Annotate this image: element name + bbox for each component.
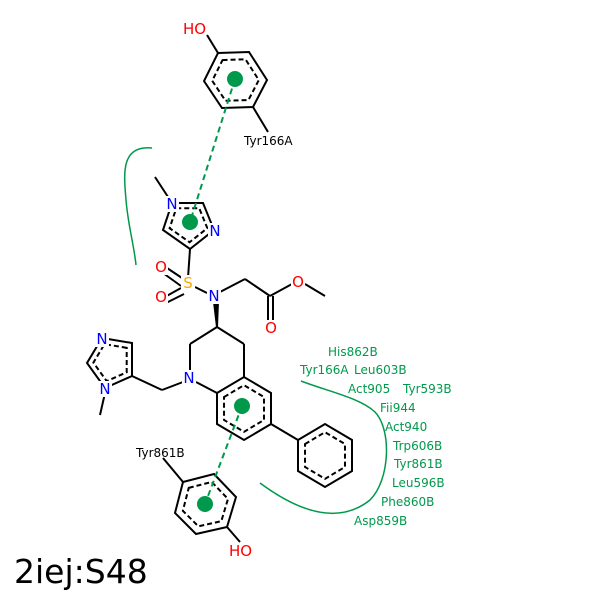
ring-centroid-dot — [227, 71, 243, 87]
hydrophobic-arc — [259, 380, 388, 515]
contact-label: Fii944 — [380, 401, 416, 415]
bond — [195, 381, 218, 394]
contact-label: Phe860B — [381, 495, 434, 509]
phenyl-ring-aromatic — [304, 431, 346, 480]
oxygen-atom: O — [265, 319, 277, 337]
contact-label: Trp606B — [392, 439, 442, 453]
bond — [131, 375, 163, 391]
nitrogen-atom: N — [183, 369, 194, 387]
residue-tyr861b: Tyr861B — [135, 446, 185, 460]
oxygen-atom: O — [155, 258, 167, 276]
tyr861b-ring-aromatic — [181, 480, 230, 528]
hydroxyl-bottom: HO — [229, 542, 252, 560]
label-bg — [154, 289, 168, 305]
bond — [162, 272, 182, 287]
bond — [216, 326, 245, 345]
hydroxyl-top: HO — [183, 20, 206, 38]
bond — [219, 278, 246, 293]
label-bg — [207, 288, 221, 304]
bond — [244, 278, 271, 297]
bond — [189, 326, 218, 345]
label-bg — [208, 223, 222, 239]
nitrogen-atom: N — [96, 330, 107, 348]
hydrophobic-arc — [123, 147, 153, 266]
contact-label: His862B — [328, 345, 378, 359]
wedge-bond — [212, 301, 220, 328]
bond — [226, 526, 241, 543]
methylimidazole-ring-left-aromatic — [92, 343, 128, 383]
bond — [206, 34, 219, 54]
contact-label: Tyr593B — [402, 382, 452, 396]
oxygen-atom: O — [155, 288, 167, 306]
bond — [269, 283, 293, 297]
label-bg — [182, 370, 196, 386]
pi-stacking-line — [189, 78, 236, 223]
phenyl-ring — [297, 422, 353, 489]
bond — [194, 286, 208, 294]
contact-label: Tyr861B — [393, 457, 443, 471]
bond — [162, 457, 184, 483]
bond — [187, 248, 191, 279]
bond — [252, 106, 269, 133]
oxygen-atom: O — [292, 273, 304, 291]
ring-centroid-dot — [197, 496, 213, 512]
bond — [304, 283, 326, 297]
methylimidazole-ring-top — [161, 202, 216, 251]
contact-label: Tyr166A — [299, 363, 349, 377]
label-bg — [165, 196, 179, 212]
bond — [161, 381, 184, 391]
label-bg — [264, 320, 278, 336]
nitrogen-atom: N — [209, 222, 220, 240]
ring-centroid-dot — [234, 398, 250, 414]
contact-label: Leu596B — [392, 476, 445, 490]
contact-label: Leu603B — [354, 363, 407, 377]
contact-label: Asp859B — [354, 514, 407, 528]
nitrogen-atom: N — [166, 195, 177, 213]
pi-stacking-line — [204, 405, 243, 505]
label-bg — [181, 275, 195, 291]
contact-label: Act905 — [348, 382, 390, 396]
label-bg — [98, 381, 112, 397]
nitrogen-atom: N — [99, 380, 110, 398]
bond — [270, 423, 299, 441]
contact-label: Act940 — [385, 420, 427, 434]
nitrogen-atom: N — [208, 287, 219, 305]
residue-tyr166a: Tyr166A — [243, 134, 293, 148]
label-bg — [291, 274, 305, 290]
bond — [165, 293, 185, 304]
structure-title: 2iej:S48 — [14, 552, 148, 591]
label-bg — [154, 259, 168, 275]
ring-centroid-dot — [182, 214, 198, 230]
sulfur-atom: S — [183, 274, 193, 292]
label-bg — [95, 331, 109, 347]
benzo-ring-aromatic — [223, 384, 265, 433]
